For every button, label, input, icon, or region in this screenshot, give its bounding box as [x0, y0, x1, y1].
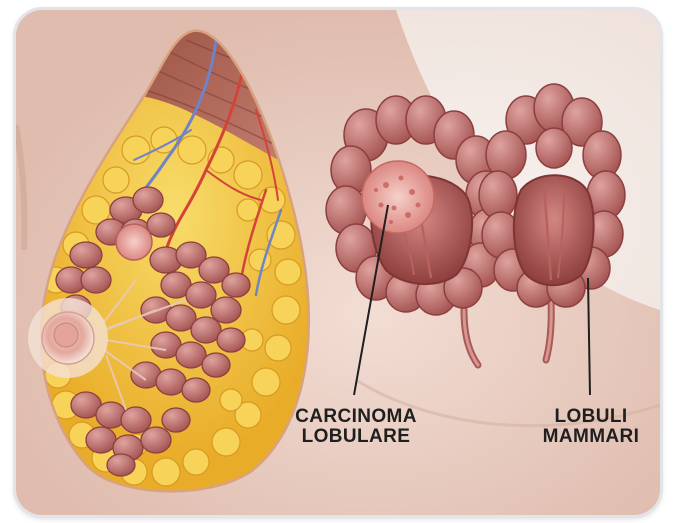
carcinoma-label: CARCINOMA LOBULARE — [286, 407, 426, 447]
carcinoma-label-line2: LOBULARE — [286, 427, 426, 447]
carcinoma-mass — [362, 161, 434, 233]
nipple — [28, 298, 108, 378]
lobuli-label: LOBULI MAMMARI — [531, 407, 651, 447]
illustration-frame: CARCINOMA LOBULARE LOBULI MAMMARI — [16, 10, 660, 515]
carcinoma-label-line1: CARCINOMA — [286, 407, 426, 427]
lobuli-label-line2: MAMMARI — [531, 427, 651, 447]
breast-tumor — [116, 224, 152, 260]
lobuli-label-line1: LOBULI — [531, 407, 651, 427]
